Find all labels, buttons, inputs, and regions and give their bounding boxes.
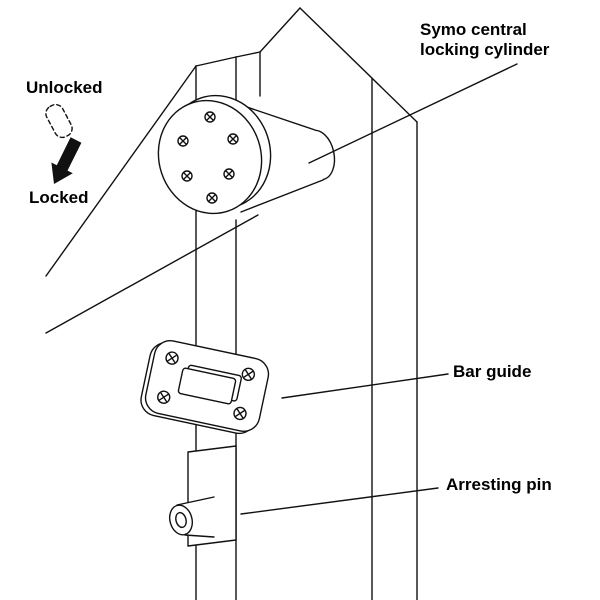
arresting-pin-label: Arresting pin xyxy=(446,475,552,494)
leader-line-cylinder xyxy=(308,63,518,164)
bar-guide-label: Bar guide xyxy=(453,362,532,381)
locked-direction-arrow-icon xyxy=(51,137,82,184)
lock-state-indicator xyxy=(45,103,82,184)
locked-label: Locked xyxy=(29,188,89,207)
locking-cylinder-drawing xyxy=(157,94,336,215)
screw-icon xyxy=(177,111,239,204)
unlocked-label: Unlocked xyxy=(26,78,103,97)
leader-line-arresting-pin xyxy=(240,487,439,515)
cylinder-label: Symo central locking cylinder xyxy=(420,20,550,60)
leader-lines xyxy=(240,63,518,515)
leader-line-bar-guide xyxy=(281,373,449,399)
arresting-pin-drawing xyxy=(168,445,237,547)
unlocked-pin-outline-icon xyxy=(45,103,73,139)
bar-guide-drawing xyxy=(140,340,270,435)
screw-icon xyxy=(157,351,256,421)
